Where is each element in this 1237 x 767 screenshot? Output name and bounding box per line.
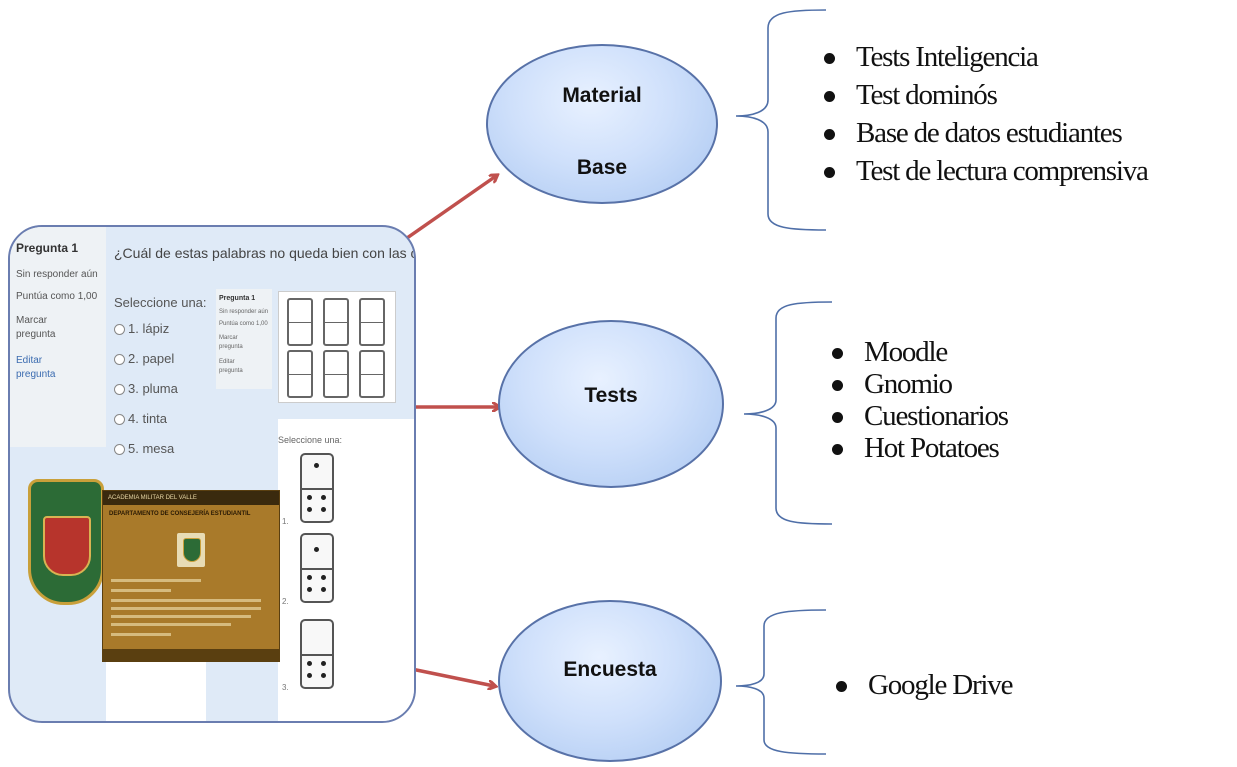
bullet-icon (832, 444, 843, 455)
domino-icon (323, 350, 349, 398)
list-item: Tests Inteligencia (820, 38, 1148, 76)
node-material-base (486, 44, 718, 204)
radio-icon[interactable] (114, 384, 125, 396)
radio-icon[interactable] (114, 414, 125, 426)
domino-icon (287, 298, 313, 346)
material-list: Tests Inteligencia Test dominós Base de … (820, 38, 1149, 190)
mini-question-panel: Pregunta 1 Sin responder aún Puntúa como… (216, 289, 272, 389)
radio-icon[interactable] (114, 324, 125, 336)
list-item: Cuestionarios (828, 400, 1009, 432)
node-material-label-1: Material (562, 84, 642, 107)
domino-grid (278, 291, 396, 403)
bracket-material (735, 9, 827, 231)
question-score: Puntúa como 1,00 (16, 291, 98, 302)
bullet-icon (836, 681, 847, 692)
select-prompt: Seleccione una: (114, 295, 207, 310)
edit-link[interactable]: Editar (16, 355, 43, 366)
bullet-icon (832, 348, 843, 359)
screenshot-header: ACADEMIA MILITAR DEL VALLE (103, 491, 279, 505)
radio-icon[interactable] (114, 354, 125, 366)
list-item: Gnomio (828, 368, 1008, 400)
domino-icon (359, 350, 385, 398)
answer-option[interactable]: 3. pluma (114, 381, 178, 396)
domino-icon (287, 350, 313, 398)
answer-option[interactable]: 1. lápiz (114, 321, 169, 336)
edit-link-2[interactable]: pregunta (16, 369, 56, 380)
question-status: Sin responder aún (16, 269, 98, 280)
node-material-label-2: Base (576, 156, 628, 179)
answer-option[interactable]: 4. tinta (114, 411, 167, 426)
option-number: 3. (282, 683, 289, 692)
question-number: Pregunta 1 (16, 241, 79, 255)
question-info-panel: Pregunta 1 Sin responder aún Puntúa como… (10, 227, 106, 447)
question-text: ¿Cuál de estas palabras no queda bien co… (114, 245, 416, 261)
flag-link[interactable]: Marcar (16, 315, 48, 326)
bullet-icon (832, 412, 843, 423)
list-item: Test de lectura comprensiva (820, 152, 1149, 190)
counseling-page-screenshot: ACADEMIA MILITAR DEL VALLE DEPARTAMENTO … (102, 490, 280, 662)
crest-icon (177, 533, 205, 567)
academy-crest-icon (28, 479, 104, 605)
radio-icon[interactable] (114, 444, 125, 456)
bullet-icon (832, 380, 843, 391)
encuesta-list: Google Drive (832, 666, 1013, 704)
bullet-icon (824, 53, 835, 64)
list-item: Base de datos estudiantes (820, 114, 1148, 152)
node-tests (498, 320, 724, 488)
domino-icon (323, 298, 349, 346)
select-prompt-2: Seleccione una: (278, 435, 343, 445)
node-encuesta (498, 600, 722, 762)
bullet-icon (824, 129, 835, 140)
domino-answers (278, 419, 414, 721)
list-item: Test dominós (820, 76, 1148, 114)
answer-option[interactable]: 2. papel (114, 351, 174, 366)
bracket-encuesta (735, 609, 827, 755)
node-tests-label: Tests (584, 384, 638, 407)
domino-icon[interactable] (300, 619, 334, 689)
node-encuesta-label: Encuesta (563, 658, 657, 681)
option-number: 2. (282, 597, 289, 606)
option-number: 1. (282, 517, 289, 526)
screenshot-subheader: DEPARTAMENTO DE CONSEJERÍA ESTUDIANTIL (109, 511, 251, 517)
list-item: Hot Potatoes (828, 432, 1008, 464)
bracket-tests (743, 301, 833, 525)
screenshot-collage: Pregunta 1 Sin responder aún Puntúa como… (8, 225, 416, 723)
tests-list: Moodle Gnomio Cuestionarios Hot Potatoes (828, 336, 1009, 464)
domino-icon (359, 298, 385, 346)
domino-icon[interactable] (300, 453, 334, 523)
answer-option[interactable]: 5. mesa (114, 441, 174, 456)
list-item: Google Drive (832, 666, 1013, 704)
domino-icon[interactable] (300, 533, 334, 603)
flag-link-2[interactable]: pregunta (16, 329, 56, 340)
list-item: Moodle (828, 336, 1008, 368)
bullet-icon (824, 91, 835, 102)
bullet-icon (824, 167, 835, 178)
